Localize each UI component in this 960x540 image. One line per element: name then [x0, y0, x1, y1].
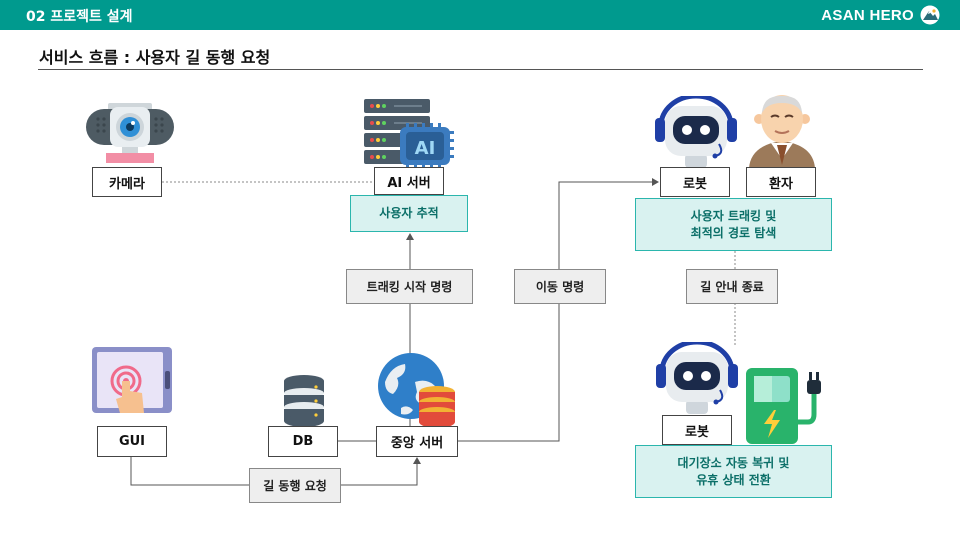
return-line2: 유휴 상태 전환	[696, 472, 771, 487]
robot-tracking-line1: 사용자 트래킹 및	[690, 208, 777, 223]
central-server-node: 중앙 서버	[376, 426, 458, 457]
gui-node: GUI	[97, 426, 167, 457]
ai-server-icon: AI	[364, 99, 454, 167]
guide-end-label: 길 안내 종료	[686, 269, 778, 304]
return-line1: 대기장소 자동 복귀 및	[677, 455, 790, 470]
db-node: DB	[268, 426, 338, 457]
user-tracking-label: 사용자 추적	[379, 206, 439, 220]
charging-station-icon	[746, 368, 821, 444]
page-title: 서비스 흐름 : 사용자 길 동행 요청	[39, 48, 271, 67]
user-tracking-process: 사용자 추적	[350, 195, 468, 232]
header-bar: 02 프로젝트 설계 ASAN HERO	[0, 0, 960, 30]
patient-node: 환자	[746, 167, 816, 197]
cloud-server-icon	[378, 353, 455, 428]
ai-server-node: AI 서버	[374, 167, 444, 195]
tracking-start-label: 트래킹 시작 명령	[346, 269, 473, 304]
robot-tracking-process: 사용자 트래킹 및 최적의 경로 탐색	[635, 198, 832, 251]
database-icon	[284, 375, 324, 427]
return-idle-process: 대기장소 자동 복귀 및 유휴 상태 전환	[635, 445, 832, 498]
elderly-patient-icon	[749, 95, 815, 168]
webcam-icon	[86, 103, 174, 163]
robot-tracking-line2: 최적의 경로 탐색	[690, 225, 777, 240]
move-command-label: 이동 명령	[514, 269, 606, 304]
robot-top-node: 로봇	[660, 167, 730, 197]
move-command-link	[458, 178, 659, 442]
robot-icon-bottom	[656, 342, 738, 414]
escort-request-label: 길 동행 요청	[249, 468, 341, 503]
robot-icon-top	[655, 96, 737, 168]
camera-node: 카메라	[92, 167, 162, 197]
brand: ASAN HERO	[821, 5, 940, 25]
brand-name: ASAN HERO	[821, 6, 914, 24]
mountain-logo-icon	[920, 5, 940, 25]
ai-chip-label: AI	[415, 138, 436, 159]
title-divider	[38, 69, 923, 70]
touch-tablet-icon	[92, 347, 172, 413]
section-title: 02 프로젝트 설계	[26, 9, 133, 25]
robot-bottom-node: 로봇	[662, 415, 732, 445]
